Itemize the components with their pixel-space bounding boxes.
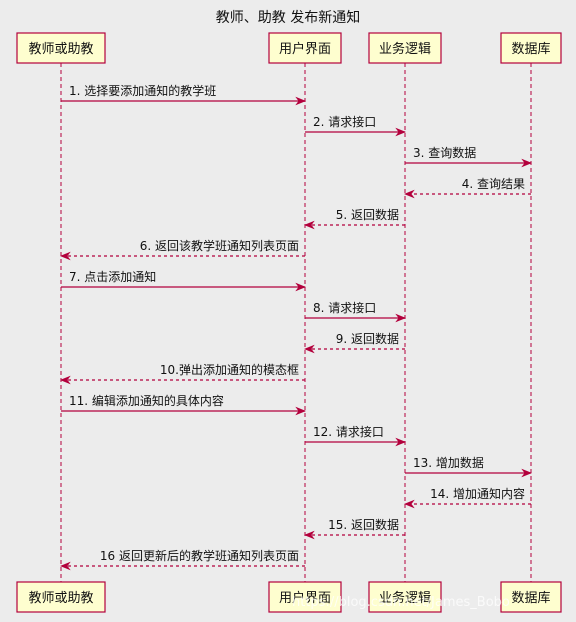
participant-label: 业务逻辑 <box>379 41 431 57</box>
participant-label: 用户界面 <box>279 590 331 606</box>
participant-label: 数据库 <box>511 590 550 606</box>
message-label: 12. 请求接口 <box>313 424 384 439</box>
message-label: 11. 编辑添加通知的具体内容 <box>69 393 224 408</box>
message-16: 16 返回更新后的教学班通知列表页面 <box>59 548 305 571</box>
message-label: 9. 返回数据 <box>336 331 399 346</box>
message-label: 16 返回更新后的教学班通知列表页面 <box>100 548 299 563</box>
participant-logic-bottom: 业务逻辑 <box>368 581 442 613</box>
participant-teacher-top: 教师或助教 <box>16 32 106 64</box>
message-4: 4. 查询结果 <box>403 177 531 199</box>
message-label: 7. 点击添加通知 <box>69 270 156 284</box>
message-label: 4. 查询结果 <box>462 177 525 191</box>
message-10: 10.弹出添加通知的模态框 <box>59 362 305 385</box>
message-6: 6. 返回该教学班通知列表页面 <box>59 238 305 261</box>
message-label: 6. 返回该教学班通知列表页面 <box>140 238 299 253</box>
message-label: 13. 增加数据 <box>413 455 484 470</box>
message-label: 14. 增加通知内容 <box>430 486 525 501</box>
watermark-text: https://blog.csdn.net/James_Bobo <box>292 595 510 610</box>
message-7: 7. 点击添加通知 <box>61 270 307 292</box>
message-3: 3. 查询数据 <box>405 145 533 168</box>
message-2: 2. 请求接口 <box>305 114 407 137</box>
message-label: 15. 返回数据 <box>328 517 399 532</box>
message-13: 13. 增加数据 <box>405 455 533 478</box>
participant-db-top: 数据库 <box>500 32 562 64</box>
diagram-title: 教师、助教 发布新通知 <box>216 9 360 26</box>
message-label: 1. 选择要添加通知的教学班 <box>69 83 216 98</box>
message-5: 5. 返回数据 <box>303 207 405 230</box>
participant-ui-bottom: 用户界面 <box>268 581 342 613</box>
message-11: 11. 编辑添加通知的具体内容 <box>61 393 307 416</box>
message-9: 9. 返回数据 <box>303 331 405 354</box>
participant-label: 教师或助教 <box>28 590 93 606</box>
message-14: 14. 增加通知内容 <box>403 486 531 509</box>
participant-label: 教师或助教 <box>28 41 93 57</box>
message-1: 1. 选择要添加通知的教学班 <box>61 83 307 106</box>
participant-db-bottom: 数据库 <box>500 581 562 613</box>
message-label: 5. 返回数据 <box>336 207 399 222</box>
message-label: 2. 请求接口 <box>313 114 376 129</box>
participant-ui-top: 用户界面 <box>268 32 342 64</box>
message-label: 8. 请求接口 <box>313 300 376 315</box>
participant-logic-top: 业务逻辑 <box>368 32 442 64</box>
message-label: 10.弹出添加通知的模态框 <box>160 362 299 377</box>
participant-teacher-bottom: 教师或助教 <box>16 581 106 613</box>
participant-label: 用户界面 <box>279 41 331 57</box>
participant-label: 业务逻辑 <box>379 590 431 606</box>
participant-label: 数据库 <box>511 41 550 57</box>
message-12: 12. 请求接口 <box>305 424 407 447</box>
message-15: 15. 返回数据 <box>303 517 405 540</box>
message-label: 3. 查询数据 <box>413 145 476 160</box>
message-8: 8. 请求接口 <box>305 300 407 323</box>
